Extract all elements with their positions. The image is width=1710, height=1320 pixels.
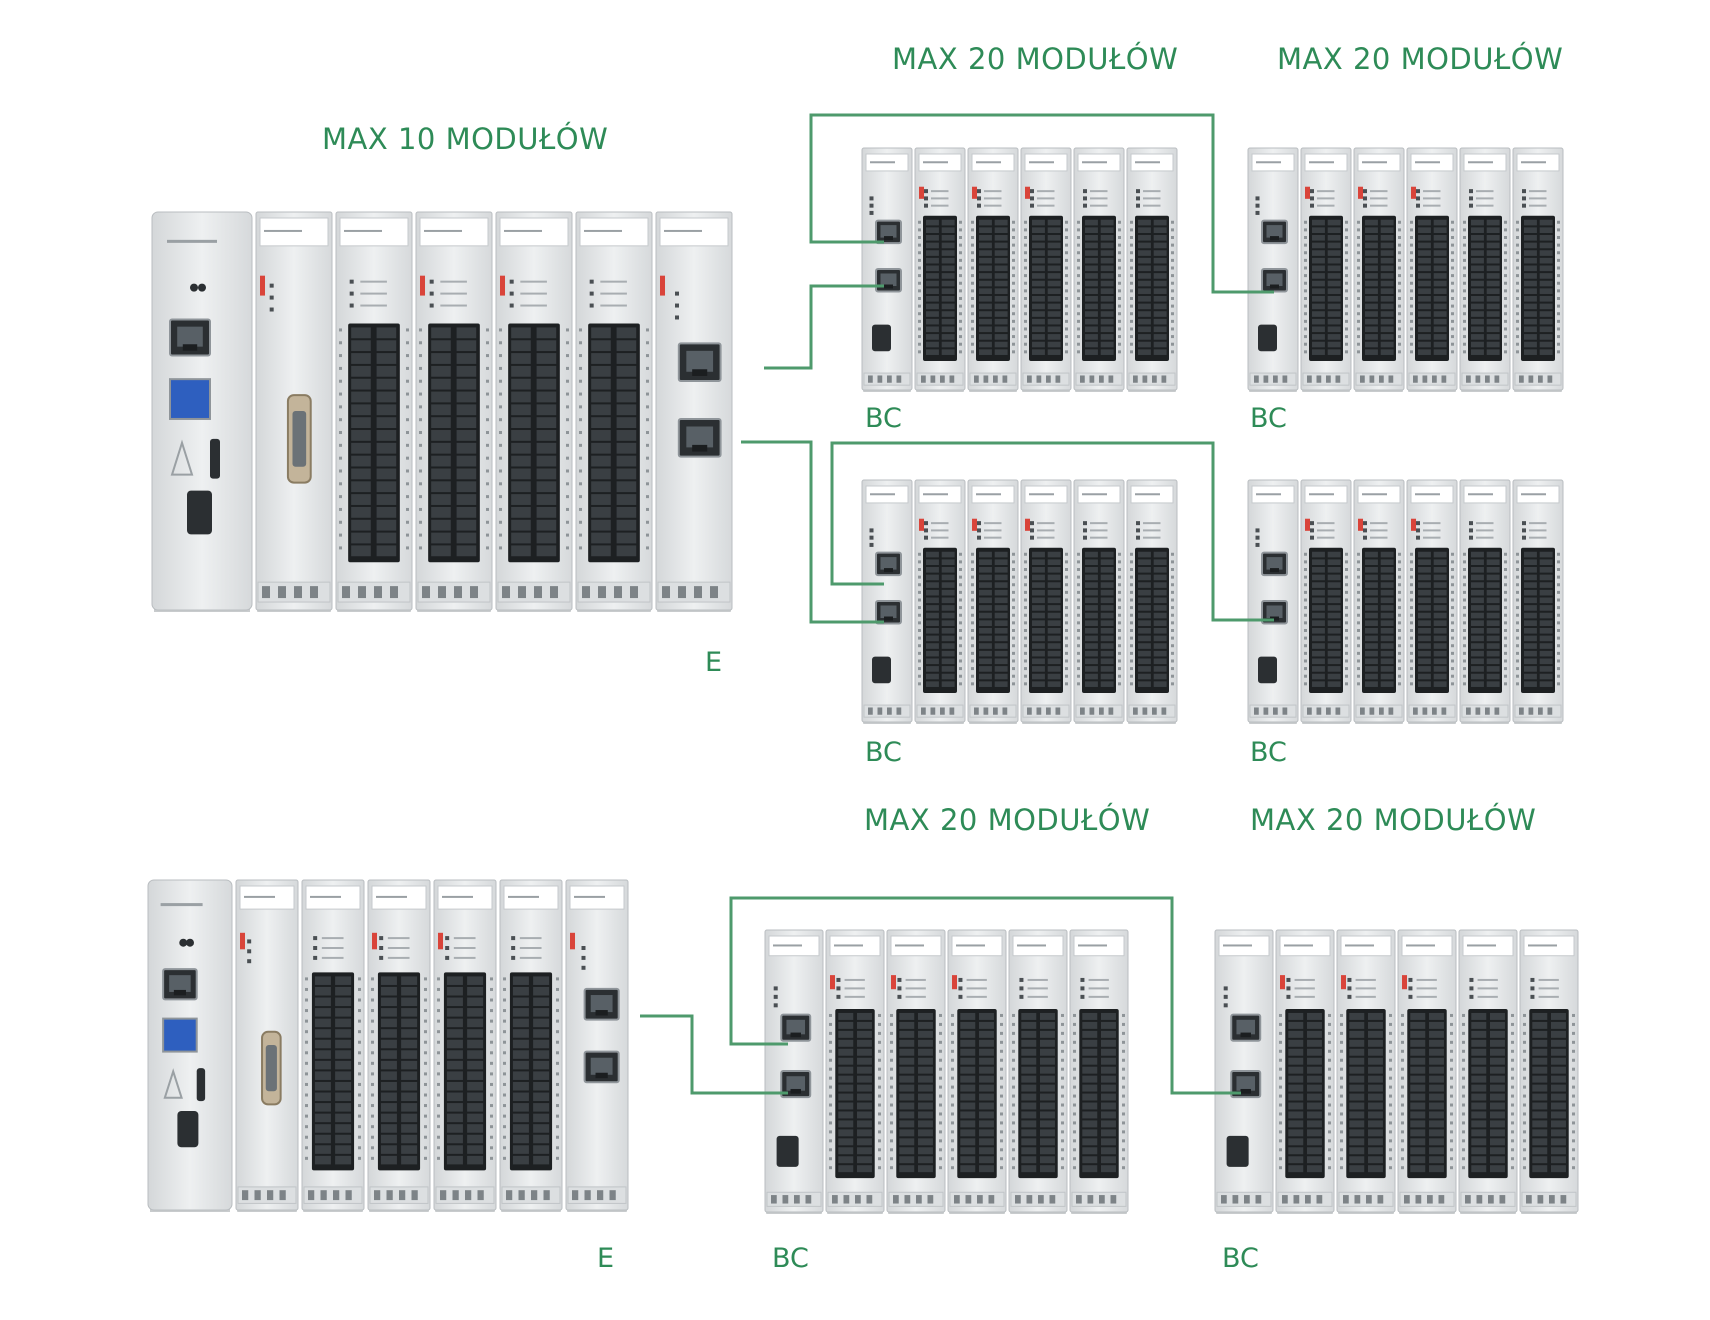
coupler-rack-mid-2: [1247, 479, 1564, 724]
module-body: [565, 879, 629, 1211]
coupler-rack-mid-1: [861, 479, 1178, 724]
coupler-rack-top-2: [1247, 147, 1564, 392]
status-led: [972, 518, 977, 531]
status-led: [952, 975, 957, 990]
status-led: [1358, 186, 1363, 199]
link-bc1-to-bc2: [809, 113, 1274, 294]
coupler-rack-bottom-1: [764, 929, 1129, 1214]
power-connector: [872, 324, 891, 352]
label-bc-top-2: BC: [1250, 403, 1287, 434]
status-led: [1341, 975, 1346, 990]
module-body: [655, 211, 733, 611]
usb-ports: [169, 378, 211, 420]
status-led: [1411, 186, 1416, 199]
label-max20-bottom-2: MAX 20 MODUŁÓW: [1250, 803, 1537, 837]
status-led: [420, 275, 425, 296]
label-max20-top-2: MAX 20 MODUŁÓW: [1277, 42, 1564, 76]
label-max10-top: MAX 10 MODUŁÓW: [322, 122, 609, 156]
status-led: [500, 275, 505, 296]
coupler-rack-bottom-2: [1214, 929, 1579, 1214]
status-led: [1411, 518, 1416, 531]
label-extender-top: E: [705, 647, 723, 678]
power-connector: [1258, 656, 1277, 684]
status-led: [260, 275, 265, 296]
link-ext-bottom-to-bc: [640, 1014, 788, 1095]
status-led: [1305, 186, 1310, 199]
link-bc-bottom-chain: [729, 896, 1241, 1095]
status-led: [1025, 186, 1030, 199]
status-led: [830, 975, 835, 990]
status-led: [438, 932, 443, 950]
power-connector: [187, 490, 212, 535]
power-connector: [776, 1135, 799, 1167]
coupler-rack-top-1: [861, 147, 1178, 392]
label-bc-top-1: BC: [865, 403, 902, 434]
status-led: [372, 932, 377, 950]
usb-c-port: [196, 1068, 206, 1102]
warning-triangle: [170, 439, 194, 476]
status-led: [240, 932, 245, 950]
label-bc-mid-1: BC: [865, 737, 902, 768]
power-connector: [1258, 324, 1277, 352]
label-bc-mid-2: BC: [1250, 737, 1287, 768]
status-led: [1358, 518, 1363, 531]
warning-triangle: [163, 1068, 183, 1099]
controller-rack-bottom: [147, 879, 629, 1212]
link-ext-to-bc3: [741, 440, 884, 624]
status-led: [891, 975, 896, 990]
usb-ports: [162, 1017, 198, 1053]
status-led: [1025, 518, 1030, 531]
link-ext-to-bc1: [764, 284, 884, 370]
status-led: [919, 186, 924, 199]
label-bc-bottom-1: BC: [772, 1243, 809, 1274]
power-connector: [872, 656, 891, 684]
label-max20-bottom-1: MAX 20 MODUŁÓW: [864, 803, 1151, 837]
status-led: [570, 932, 575, 950]
power-connector: [177, 1111, 199, 1148]
status-led: [1280, 975, 1285, 990]
label-max20-top-1: MAX 20 MODUŁÓW: [892, 42, 1179, 76]
label-bc-bottom-2: BC: [1222, 1243, 1259, 1274]
status-led: [1305, 518, 1310, 531]
usb-c-port: [210, 438, 220, 479]
status-led: [1402, 975, 1407, 990]
link-bc3-mid-loop: [830, 441, 1274, 622]
power-connector: [1226, 1135, 1249, 1167]
status-led: [919, 518, 924, 531]
status-led: [972, 186, 977, 199]
label-extender-bottom: E: [597, 1243, 615, 1274]
status-led: [660, 275, 665, 296]
controller-rack-top: [151, 211, 733, 612]
